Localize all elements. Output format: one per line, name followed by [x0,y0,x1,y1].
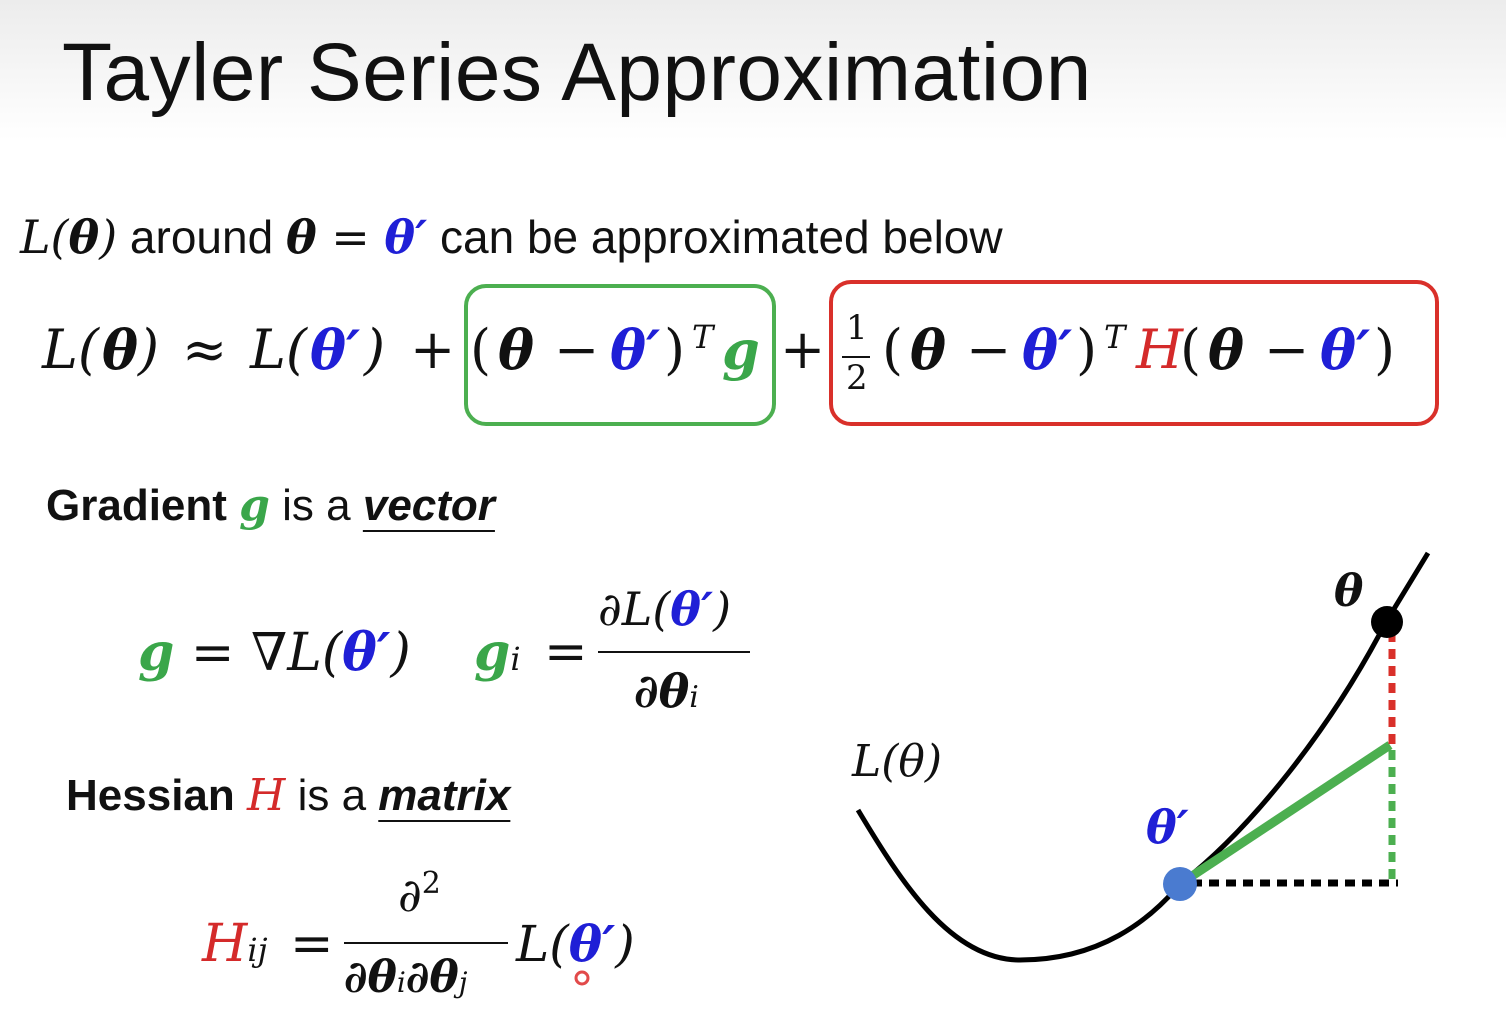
diagram-theta-label: θ [1334,566,1364,617]
intro-theta-prime: θ′ [384,210,428,264]
eq-h-open: ( [882,318,904,381]
eq-h-theta: θ [910,318,947,382]
gradient-heading-bold: Gradient [46,481,240,530]
eq-g-transpose: T [692,318,714,356]
intro-theta-2: θ [285,210,317,264]
eq-h-minus2: − [1264,318,1310,381]
slide-title: Tayler Series Approximation [62,27,1092,118]
eq-h-theta-prime2: θ′ [1320,318,1371,382]
hessian-term-box [829,280,1439,426]
grad-partial-num: ∂L(θ′) [598,582,731,636]
hessian-heading-isa: is a [285,771,379,820]
eq-close2: ) [364,318,386,381]
gradient-heading-isa: is a [269,481,363,530]
eq-g-open: ( [470,318,492,381]
grad-close: ) [390,623,411,683]
theta-prime-point [1163,867,1197,901]
gradient-formula: g = ∇L(θ′) [138,622,411,683]
grad-eq2: = [544,622,588,682]
grad-fraction-bar [598,651,750,653]
hess-num-partial: ∂ [398,868,422,922]
eq-plus1: + [410,318,456,381]
tangent-line [1177,741,1393,888]
intro-line: L(θ) around θ = θ′ can be approximated b… [20,210,1003,264]
grad-gi: g [474,622,511,683]
hess-L-close: ) [615,915,635,973]
hessian-heading-matrix: matrix [378,771,511,820]
cursor-marker [574,970,590,986]
grad-theta-prime: θ′ [342,622,391,683]
eq-half-bar [842,356,870,358]
eq-g-theta-prime: θ′ [610,318,661,382]
hess-ij: ij [247,931,268,969]
hess-L: L(θ′) [516,914,635,973]
eq-L: L( [42,318,99,381]
hess-den-j: j [458,966,468,999]
grad-partial-den-text: ∂θ [634,664,690,718]
hessian-heading-bold: Hessian [66,771,247,820]
hess-num: ∂2 [398,866,441,922]
eq-plus2: + [780,318,826,381]
gradient-heading-vector: vector [362,481,495,530]
intro-rest: can be approximated below [427,211,1003,263]
diagram-theta-prime-label: θ′ [1146,800,1189,854]
eq-theta: θ [102,318,139,382]
eq-L2: L( [250,318,307,381]
gradient-component: gi [474,622,521,683]
grad-partial-num-prefix: ∂L( [598,582,671,636]
hessian-heading: Hessian H is a matrix [66,770,510,821]
hessian-heading-H: H [246,770,286,821]
hess-den: ∂θi∂θj [344,952,467,1003]
eq-h-open2: ( [1180,318,1202,381]
intro-close: ) [99,210,118,264]
intro-around: around [117,211,286,263]
eq-close: ) [138,318,160,381]
grad-g: g [138,622,175,683]
hess-theta-prime: θ′ [568,914,616,973]
eq-approx: ≈ [182,318,228,381]
eq-theta-prime: θ′ [310,318,361,382]
gradient-heading: Gradient g is a vector [46,480,495,531]
gradient-heading-g: g [239,480,270,531]
grad-partial-close: ) [713,582,732,636]
eq-g-theta: θ [498,318,535,382]
grad-partial-den: ∂θi [634,664,699,718]
eq-half-den: 2 [846,358,868,398]
title-background [0,0,1506,140]
grad-gi-sub: i [510,640,521,678]
gradient-term-box [464,284,776,426]
hess-den-i: i [396,966,406,999]
hess-L-open: L( [516,915,569,973]
eq-h-theta-prime: θ′ [1022,318,1073,382]
intro-theta: θ [68,210,100,264]
loss-curve [855,551,1431,963]
intro-eq: = [316,210,385,264]
hess-den-b: ∂θ [405,952,459,1003]
eq-g-minus: − [554,318,600,381]
eq-g-close: ) [664,318,686,381]
grad-L: L( [287,623,343,683]
hess-eq: = [290,914,334,974]
eq-h-theta2: θ [1208,318,1245,382]
grad-partial-theta-prime: θ′ [670,582,714,636]
eq-g: g [722,318,760,382]
diagram-curve-label: L(θ) [852,736,943,787]
hessian-Hij: Hij [202,914,268,974]
eq-half-num: 1 [846,308,868,348]
hess-num-sup: 2 [421,866,441,901]
eq-h-close: ) [1076,318,1098,381]
eq-h-close2: ) [1374,318,1396,381]
grad-partial-den-sub: i [689,680,699,715]
hess-fraction-bar [344,942,508,944]
hess-den-a: ∂θ [344,952,397,1003]
eq-h-transpose: T [1104,318,1126,356]
intro-L: L( [20,210,69,264]
hess-H: H [202,914,248,974]
eq-h-minus: − [966,318,1012,381]
grad-eq: = ∇ [174,623,288,683]
theta-point [1371,606,1403,638]
eq-H: H [1136,318,1184,381]
